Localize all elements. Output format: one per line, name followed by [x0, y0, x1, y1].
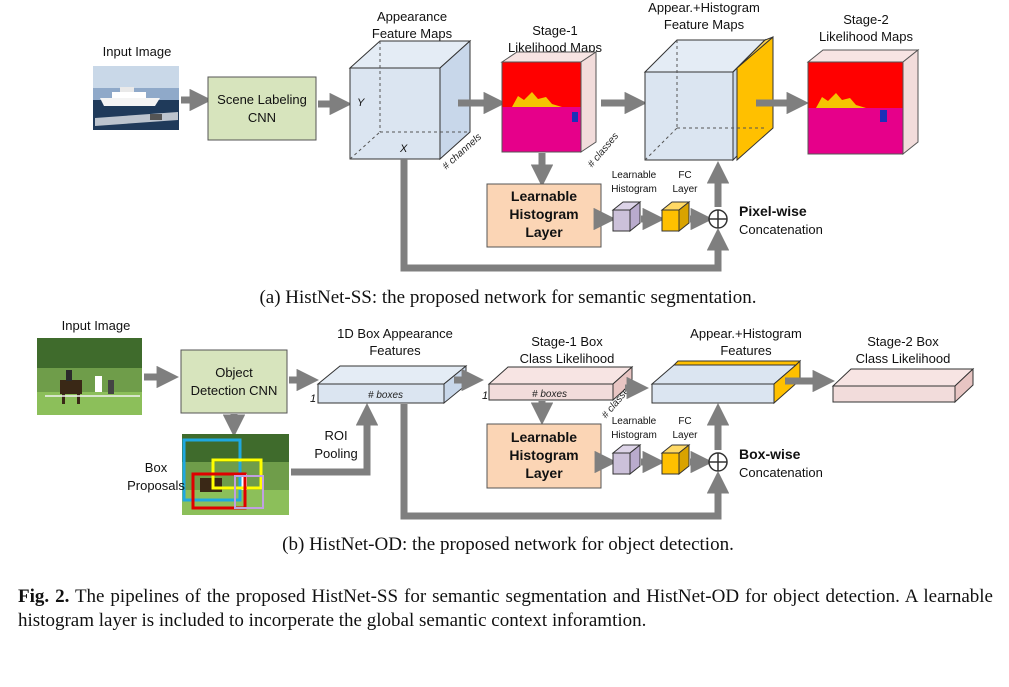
b-horse-image: [37, 338, 142, 415]
stage2-label-2: Likelihood Maps: [819, 29, 913, 44]
a-histogram-vector: [611, 200, 642, 233]
appearance-label-2: Feature Maps: [372, 26, 453, 41]
scene-cnn-line1: Scene Labeling: [217, 92, 307, 107]
b-appear-hist-label-2: Features: [720, 343, 772, 358]
scene-labeling-cnn-box: [207, 76, 317, 141]
appearance-label-1: Appearance: [377, 9, 447, 24]
appear-hist-label-2: Feature Maps: [664, 17, 745, 32]
box-features-label-2: Features: [369, 343, 421, 358]
caption-b: (b) HistNet-OD: the proposed network for…: [282, 534, 734, 555]
b-histogram-layer-box: [486, 423, 602, 489]
appearance-feature-cube: [348, 39, 472, 161]
box-appearance-slab: [316, 364, 468, 405]
appear-hist-feature-cube: [643, 35, 774, 162]
box-features-label-1: 1D Box Appearance: [337, 326, 453, 341]
figure-text: The pipelines of the proposed HistNet-SS…: [18, 586, 993, 631]
a-input-image-label: Input Image: [103, 44, 172, 59]
b-stage1-label-2: Class Likelihood: [520, 351, 615, 366]
object-detection-cnn-box: [180, 349, 288, 414]
stage1-label-1: Stage-1: [532, 23, 578, 38]
roi-label-2: Pooling: [314, 446, 357, 461]
a-hist-layer-2: Histogram: [509, 206, 578, 222]
b-input-image-label: Input Image: [62, 318, 131, 333]
a-concatenation-label: Concatenation: [739, 222, 823, 237]
box-proposals-label-2: Proposals: [127, 478, 185, 493]
b-boxes-label-2: # boxes: [532, 389, 567, 400]
scene-cnn-line2: CNN: [248, 110, 276, 125]
box-proposals-image: [182, 434, 289, 515]
stage2-likelihood-cube: [806, 48, 920, 156]
b-histogram-vector: [611, 443, 642, 476]
b-box-wise-label: Box-wise: [739, 446, 801, 462]
a-fc-2: Layer: [672, 184, 698, 195]
b-appear-hist-slab: [650, 359, 802, 405]
b-boxes-label-1: # boxes: [368, 390, 403, 401]
stage1-label-2: Likelihood Maps: [508, 40, 602, 55]
b-hist-layer-3: Layer: [525, 465, 563, 481]
b-stage2-slab: [831, 367, 975, 404]
b-small-hist-2: Histogram: [611, 430, 657, 441]
a-fc-1: FC: [678, 170, 691, 181]
a-histogram-layer-box: [486, 183, 602, 248]
axis-x-label: X: [399, 143, 408, 155]
b-stage1-label-1: Stage-1 Box: [531, 334, 603, 349]
b-fc-1: FC: [678, 416, 691, 427]
a-pixel-wise-label: Pixel-wise: [739, 203, 807, 219]
b-hist-layer-1: Learnable: [511, 429, 577, 445]
b-small-hist-1: Learnable: [612, 416, 657, 427]
b-stage2-label-2: Class Likelihood: [856, 351, 951, 366]
a-hist-layer-3: Layer: [525, 224, 563, 240]
figure-caption: Fig. 2. The pipelines of the proposed Hi…: [18, 585, 993, 633]
obj-cnn-line2: Detection CNN: [191, 383, 278, 398]
a-boat-image: [93, 66, 179, 130]
b-concatenation-label: Concatenation: [739, 465, 823, 480]
figure-label: Fig. 2.: [18, 586, 70, 607]
a-hist-layer-1: Learnable: [511, 188, 577, 204]
appear-hist-label-1: Appear.+Histogram: [648, 0, 760, 15]
a-fc-vector: [660, 200, 691, 233]
axis-y-label: Y: [357, 97, 365, 109]
roi-label-1: ROI: [324, 428, 347, 443]
a-small-hist-2: Histogram: [611, 184, 657, 195]
a-concat-plus: [708, 209, 728, 229]
box-proposals-label-1: Box: [145, 460, 168, 475]
stage1-likelihood-cube: [500, 51, 598, 153]
b-hist-layer-2: Histogram: [509, 447, 578, 463]
obj-cnn-line1: Object: [215, 365, 253, 380]
caption-a: (a) HistNet-SS: the proposed network for…: [259, 287, 756, 308]
stage2-label-1: Stage-2: [843, 12, 889, 27]
a-small-hist-1: Learnable: [612, 170, 657, 181]
b-one-label-2: 1: [482, 390, 488, 402]
b-fc-vector: [660, 443, 691, 476]
b-stage1-slab: [487, 365, 634, 402]
b-stage2-label-1: Stage-2 Box: [867, 334, 939, 349]
b-appear-hist-label-1: Appear.+Histogram: [690, 326, 802, 341]
b-concat-plus: [708, 452, 728, 472]
b-one-label: 1: [310, 393, 316, 405]
b-fc-2: Layer: [672, 430, 698, 441]
